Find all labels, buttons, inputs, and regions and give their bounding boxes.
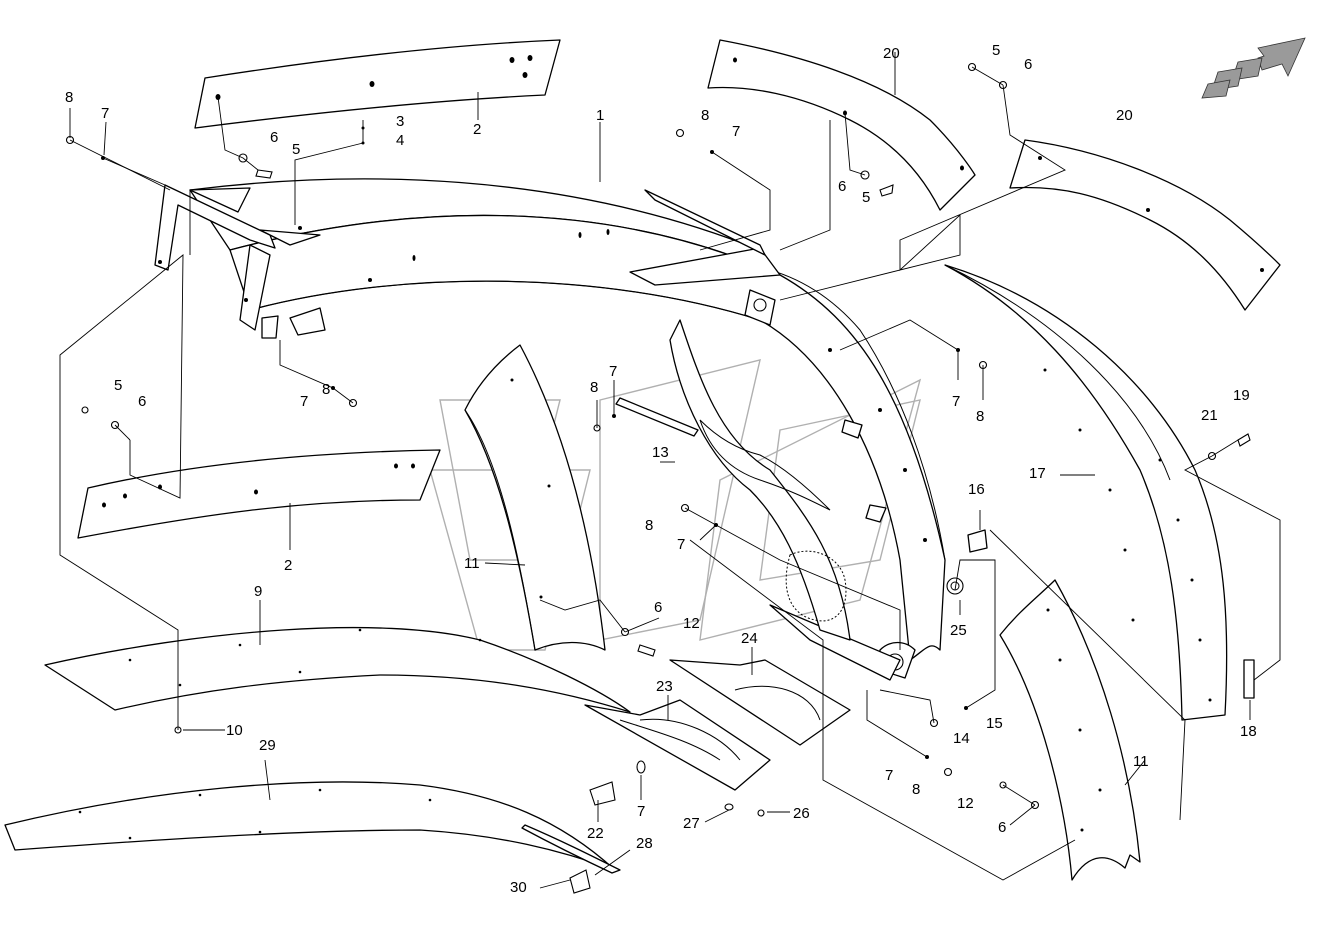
callout-11: 11 (464, 555, 480, 572)
part-11-right-flap (999, 579, 1141, 881)
callout-6: 6 (654, 599, 662, 616)
callout-7: 7 (952, 393, 960, 410)
callout-9: 9 (254, 583, 262, 600)
part-13-rod (615, 397, 699, 437)
left-bracket-assembly (154, 184, 326, 339)
callout-7: 7 (609, 363, 617, 380)
part-18-clip (1243, 659, 1255, 699)
callout-7: 7 (885, 767, 893, 784)
callout-7: 7 (677, 536, 685, 553)
callout-22: 22 (587, 825, 604, 842)
part-11-center-flap (464, 344, 606, 651)
callout-20: 20 (883, 45, 900, 62)
callout-labels: 1 2 2 3 4 5 5 5 5 6 6 6 6 6 6 7 7 7 7 7 … (65, 42, 1257, 896)
callout-30: 30 (510, 879, 527, 896)
callout-20: 20 (1116, 107, 1133, 124)
callout-6: 6 (138, 393, 146, 410)
callout-27: 27 (683, 815, 700, 832)
direction-arrow-icon (1201, 37, 1306, 99)
callout-8: 8 (701, 107, 709, 124)
callout-26: 26 (793, 805, 810, 822)
leader-lines (59, 52, 1281, 889)
callout-10: 10 (226, 722, 243, 739)
inner-arch-panel (669, 319, 851, 641)
callout-8: 8 (322, 381, 330, 398)
callout-23: 23 (656, 678, 673, 695)
part-20-upper-segment (707, 39, 976, 211)
callout-17: 17 (1029, 465, 1046, 482)
part-17-rubber-flap (944, 264, 1228, 721)
callout-5: 5 (862, 189, 870, 206)
callout-6: 6 (1024, 56, 1032, 73)
part-16-spacer (967, 529, 988, 553)
callout-8: 8 (912, 781, 920, 798)
callout-12: 12 (683, 615, 700, 632)
callout-29: 29 (259, 737, 276, 754)
part-2-lower-strip (77, 449, 441, 539)
callout-7: 7 (732, 123, 740, 140)
callout-7: 7 (101, 105, 109, 122)
callout-16: 16 (968, 481, 985, 498)
callout-7: 7 (300, 393, 308, 410)
callout-13: 13 (652, 444, 669, 461)
callout-15: 15 (986, 715, 1003, 732)
callout-2: 2 (284, 557, 292, 574)
callout-24: 24 (741, 630, 758, 647)
callout-6: 6 (838, 178, 846, 195)
callout-8: 8 (645, 517, 653, 534)
callout-28: 28 (636, 835, 653, 852)
callout-5: 5 (114, 377, 122, 394)
callout-25: 25 (950, 622, 967, 639)
callout-2: 2 (473, 121, 481, 138)
callout-12: 12 (957, 795, 974, 812)
callout-11: 11 (1133, 753, 1149, 770)
callout-6: 6 (270, 129, 278, 146)
callout-1: 1 (596, 107, 604, 124)
part-20-right-segment (1009, 139, 1281, 311)
part-25-nut (946, 577, 964, 595)
callout-21: 21 (1201, 407, 1218, 424)
part-1-main-fender (189, 178, 946, 681)
callout-18: 18 (1240, 723, 1257, 740)
callout-4: 4 (396, 132, 404, 149)
callout-6: 6 (998, 819, 1006, 836)
part-23-bracket (584, 699, 771, 791)
callout-14: 14 (953, 730, 970, 747)
callout-8: 8 (976, 408, 984, 425)
part-24-bracket (669, 659, 851, 746)
part-9-lower-flap (44, 626, 631, 713)
part-2-upper-strip (194, 39, 561, 129)
callout-5: 5 (992, 42, 1000, 59)
callout-3: 3 (396, 113, 404, 130)
part-28-rubber-strip (521, 824, 621, 874)
callout-8: 8 (65, 89, 73, 106)
callout-7: 7 (637, 803, 645, 820)
callout-8: 8 (590, 379, 598, 396)
callout-5: 5 (292, 141, 300, 158)
callout-19: 19 (1233, 387, 1250, 404)
